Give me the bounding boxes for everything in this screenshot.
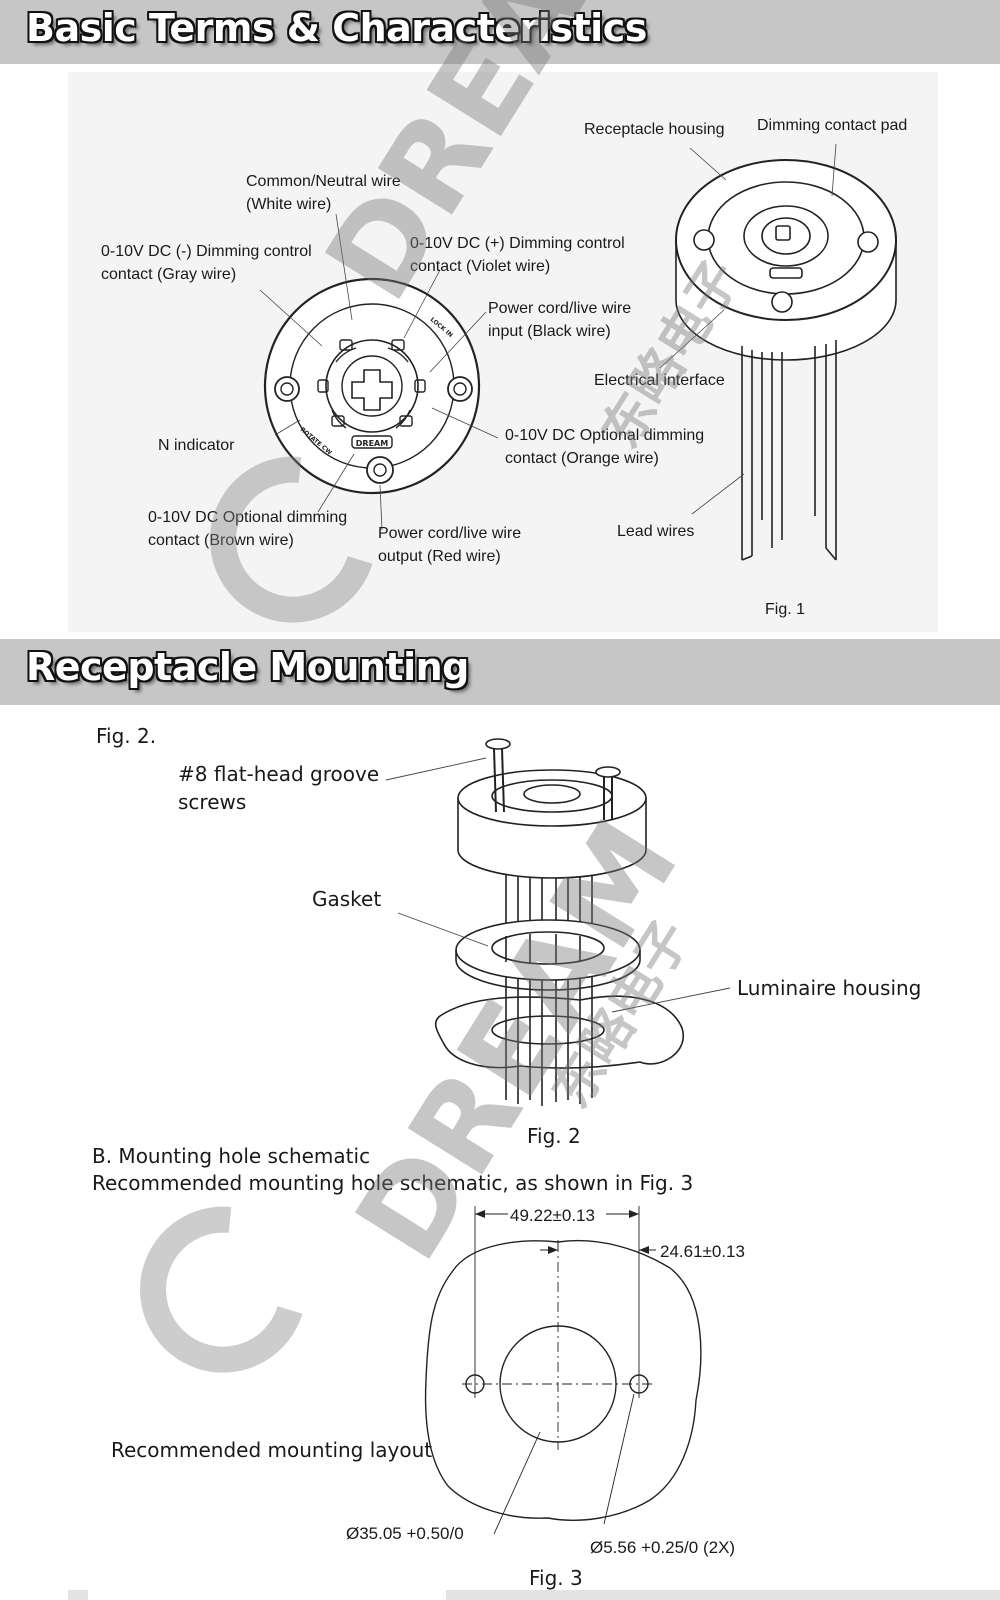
label-gasket: Gasket bbox=[312, 887, 382, 911]
section-banner-receptacle-mounting: Receptacle Mounting bbox=[0, 639, 1000, 705]
dimension-49-22: 24.61±0.1349.22±0.13 bbox=[510, 1206, 595, 1225]
label-recommended-schematic: Recommended mounting hole schematic, as … bbox=[92, 1171, 694, 1195]
label-electrical-interface: Electrical interface bbox=[594, 372, 725, 389]
device-brand-text: DREAM bbox=[356, 439, 388, 448]
footer-bar-left bbox=[68, 1590, 88, 1600]
figure-2-caption: Fig. 2 bbox=[527, 1124, 581, 1148]
label-luminaire-housing: Luminaire housing bbox=[737, 976, 922, 1000]
section-title: Receptacle Mounting bbox=[26, 645, 469, 689]
figure-1-diagram: DREAM LOCK IN ROTATE CW bbox=[259, 143, 897, 561]
figure-3-caption: Fig. 3 bbox=[529, 1566, 583, 1590]
figure-2-caption-top: Fig. 2. bbox=[96, 724, 157, 748]
label-dimming-contact-pad: Dimming contact pad bbox=[757, 117, 908, 134]
label-common-neutral-wire: Common/Neutral wire(White wire) bbox=[246, 173, 401, 213]
dimension-diameter-5: Ø5.56 +0.25/0 (2X) bbox=[590, 1538, 736, 1557]
label-recommended-layout: Recommended mounting layout bbox=[111, 1438, 433, 1462]
footer-bar-right bbox=[446, 1590, 1000, 1600]
dimension-24-61: 24.61±0.13 bbox=[660, 1242, 745, 1261]
label-n-indicator: N indicator bbox=[158, 437, 235, 454]
watermark-cn-2: 东略电子 bbox=[541, 910, 703, 1119]
section-banner-basic-terms: Basic Terms & Characteristics bbox=[0, 0, 1000, 64]
dimension-diameter-35: Ø35.05 +0.50/0 bbox=[346, 1524, 464, 1543]
label-lead-wires: Lead wires bbox=[617, 523, 695, 540]
label-mounting-hole-schematic: B. Mounting hole schematic bbox=[92, 1144, 371, 1168]
figure-1-caption: Fig. 1 bbox=[765, 601, 806, 618]
section-title: Basic Terms & Characteristics bbox=[26, 6, 647, 50]
label-receptacle-housing: Receptacle housing bbox=[584, 121, 725, 138]
